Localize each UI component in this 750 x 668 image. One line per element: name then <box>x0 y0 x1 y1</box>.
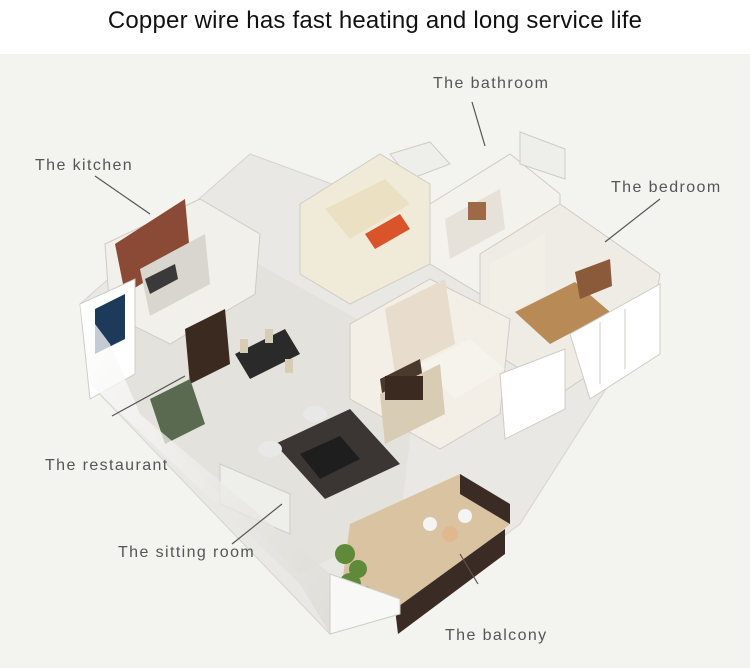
leader-balcony <box>459 553 479 585</box>
leader-sitting-room <box>231 503 283 545</box>
exterior-wall-front <box>329 573 401 635</box>
upper-bedroom-room <box>299 153 431 305</box>
kitchen-room <box>104 198 261 345</box>
leader-bathroom <box>471 101 486 147</box>
bedroom-room <box>479 203 661 400</box>
label-bathroom: The bathroom <box>433 75 550 92</box>
floor-plan-illustration: The kitchen The bathroom The bedroom The… <box>0 54 750 668</box>
label-bedroom: The bedroom <box>611 179 722 196</box>
leader-kitchen <box>94 175 151 215</box>
sitting-room-area <box>150 364 445 535</box>
leader-restaurant <box>111 375 186 417</box>
leader-bedroom <box>604 198 661 243</box>
label-kitchen: The kitchen <box>35 157 134 174</box>
label-restaurant: The restaurant <box>45 457 169 474</box>
balcony-area <box>335 474 510 634</box>
leader-lines <box>94 101 661 585</box>
page-title: Copper wire has fast heating and long se… <box>107 7 643 34</box>
exterior-wall-left <box>80 304 330 634</box>
label-sitting-room: The sitting room <box>118 544 256 561</box>
label-balcony: The balcony <box>445 627 548 644</box>
apartment-3d-render <box>79 101 661 635</box>
